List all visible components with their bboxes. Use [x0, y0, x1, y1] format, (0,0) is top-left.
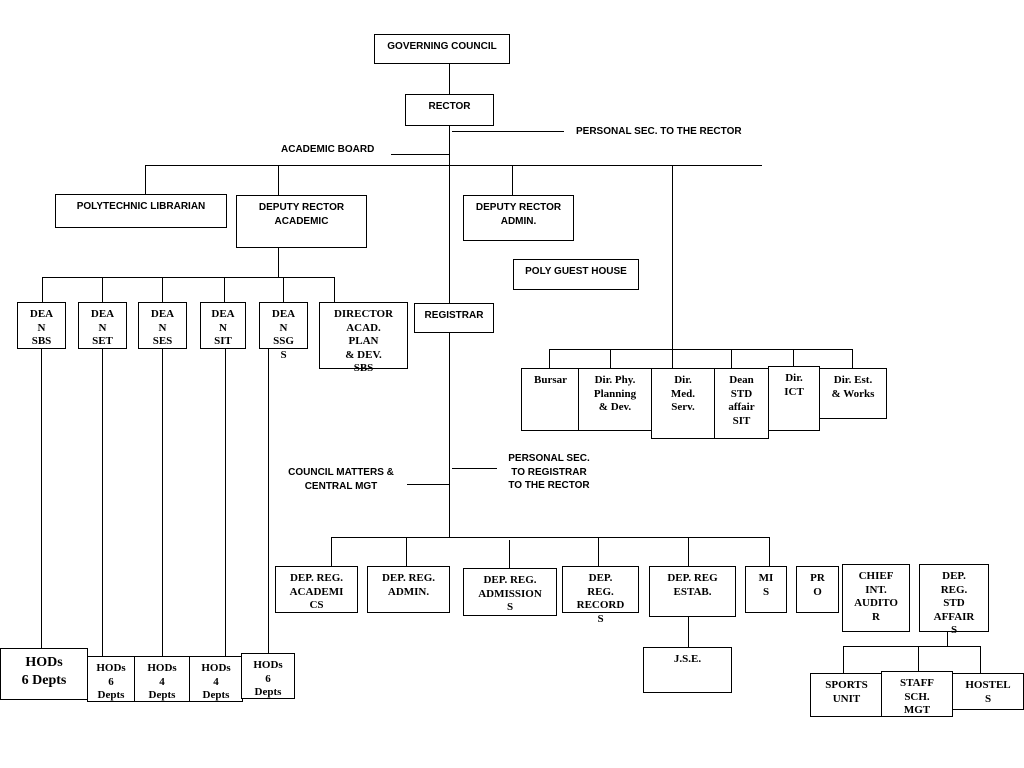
node-dean-sit: DEA N SIT: [200, 302, 246, 349]
node-dep-reg-records: DEP. REG. RECORD S: [562, 566, 639, 625]
node-dean-ses: DEA N SES: [138, 302, 187, 349]
node-dir-phy-planning: Dir. Phy. Planning & Dev.: [578, 368, 652, 431]
node-polytechnic-librarian: POLYTECHNIC LIBRARIAN: [55, 194, 227, 228]
node-dean-set: DEA N SET: [78, 302, 127, 349]
node-mis: MI S: [745, 566, 787, 613]
label-personal-sec-rector: PERSONAL SEC. TO THE RECTOR: [576, 126, 742, 137]
node-dir-med-serv: Dir. Med. Serv.: [651, 368, 715, 439]
node-dean-ssgs: DEA N SSG S: [259, 302, 308, 361]
node-sports-unit: SPORTS UNIT: [810, 673, 883, 717]
node-dep-reg-academics: DEP. REG. ACADEMI CS: [275, 566, 358, 613]
node-rector: RECTOR: [405, 94, 494, 126]
node-dep-reg-std-affairs: DEP. REG. STD AFFAIR S: [919, 564, 989, 636]
node-hods-sit: HODs 4 Depts: [189, 656, 243, 702]
node-hods-ssgs: HODs 6 Depts: [241, 653, 295, 699]
node-pro: PR O: [796, 566, 839, 613]
node-deputy-rector-admin: DEPUTY RECTOR ADMIN.: [463, 195, 574, 241]
node-dean-sbs: DEA N SBS: [17, 302, 66, 349]
node-governing-council: GOVERNING COUNCIL: [374, 34, 510, 64]
node-bursar: Bursar: [521, 368, 580, 431]
node-dean-std-affair: Dean STD affair SIT: [714, 368, 769, 439]
node-poly-guest-house: POLY GUEST HOUSE: [513, 259, 639, 290]
node-hods-ses: HODs 4 Depts: [134, 656, 190, 702]
label-academic-board: ACADEMIC BOARD: [281, 144, 375, 155]
label-personal-sec-registrar: PERSONAL SEC. TO REGISTRAR TO THE RECTOR: [508, 453, 590, 491]
node-hostels: HOSTEL S: [952, 673, 1024, 710]
node-deputy-rector-academic: DEPUTY RECTOR ACADEMIC: [236, 195, 367, 248]
node-staff-sch-mgt: STAFF SCH. MGT: [881, 671, 953, 717]
node-chief-int-auditor: CHIEF INT. AUDITO R: [842, 564, 910, 632]
node-dir-ict: Dir. ICT: [768, 366, 820, 431]
node-registrar: REGISTRAR: [414, 303, 494, 333]
label-council-matters: COUNCIL MATTERS & CENTRAL MGT: [288, 467, 394, 492]
node-jse: J.S.E.: [643, 647, 732, 693]
node-hods-sbs: HODs 6 Depts: [0, 648, 88, 700]
node-hods-set: HODs 6 Depts: [87, 656, 135, 702]
node-dir-est-works: Dir. Est. & Works: [819, 368, 887, 419]
node-dep-reg-admissions: DEP. REG. ADMISSION S: [463, 568, 557, 616]
node-dep-reg-admin: DEP. REG. ADMIN.: [367, 566, 450, 613]
node-dep-reg-estab: DEP. REG ESTAB.: [649, 566, 736, 617]
node-director-acad-plan: DIRECTOR ACAD. PLAN & DEV. SBS: [319, 302, 408, 374]
